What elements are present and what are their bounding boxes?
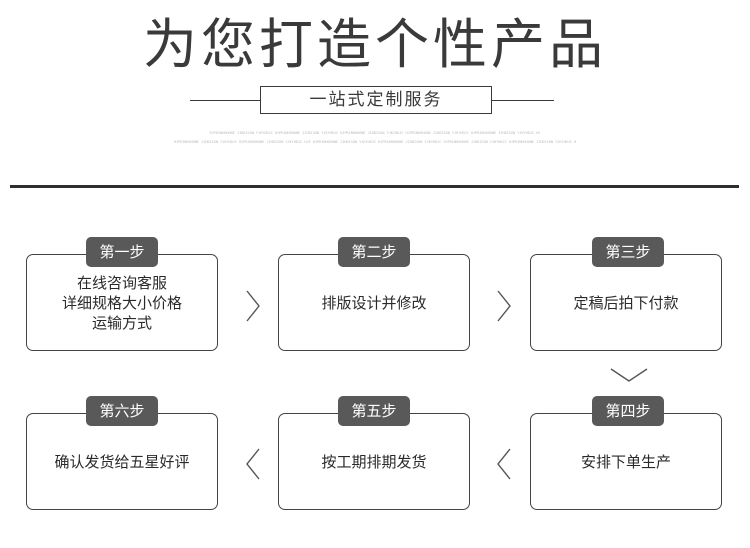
step-5-card: 按工期排期发货 — [278, 413, 470, 510]
chevron-left-icon — [497, 448, 511, 480]
step-5-text: 按工期排期发货 — [321, 452, 426, 472]
page-title: 为您打造个性产品 — [143, 13, 607, 76]
step-5-line-1: 按工期排期发货 — [321, 452, 427, 471]
subtitle: 一站式定制服务 — [260, 86, 492, 114]
step-1-text: 在线咨询客服 详细规格大小价格 运输方式 — [62, 273, 182, 333]
step-1-tag: 第一步 — [86, 237, 158, 267]
step-4-tag: 第四步 — [592, 396, 664, 426]
chevron-down-icon — [610, 368, 648, 382]
step-4-text: 安排下单生产 — [581, 452, 671, 472]
step-3-tag: 第三步 — [592, 237, 664, 267]
step-3-text: 定稿后拍下付款 — [573, 293, 678, 313]
step-2-line-1: 排版设计并修改 — [321, 293, 427, 312]
subtitle-right-rule — [492, 100, 554, 101]
step-2-text: 排版设计并修改 — [321, 293, 426, 313]
section-divider — [10, 185, 739, 188]
step-2-tag: 第二步 — [338, 237, 410, 267]
step-6-tag: 第六步 — [86, 396, 158, 426]
fine-print-line-1: RJPRINHOHONE JIHDISON YJKYHDJC HJPRINHOH… — [209, 131, 541, 135]
step-4-line-1: 安排下单生产 — [580, 452, 671, 471]
chevron-right-icon — [246, 290, 260, 322]
step-6-text: 确认发货给五星好评 — [54, 452, 189, 472]
step-1-line-2: 详细规格大小价格 — [61, 293, 182, 312]
chevron-right-icon — [497, 290, 511, 322]
step-3-line-1: 定稿后拍下付款 — [573, 293, 679, 312]
step-3-card: 定稿后拍下付款 — [530, 254, 722, 351]
fine-print-line-2: HJPRINHOHONE JIHDISON YJKYHDJC HJPRINHOH… — [173, 140, 577, 144]
chevron-left-icon — [246, 448, 260, 480]
step-1-line-3: 运输方式 — [91, 313, 152, 332]
step-1-card: 在线咨询客服 详细规格大小价格 运输方式 — [26, 254, 218, 351]
step-6-line-1: 确认发货给五星好评 — [54, 452, 190, 471]
step-6-card: 确认发货给五星好评 — [26, 413, 218, 510]
step-4-card: 安排下单生产 — [530, 413, 722, 510]
step-2-card: 排版设计并修改 — [278, 254, 470, 351]
step-5-tag: 第五步 — [338, 396, 410, 426]
subtitle-left-rule — [190, 100, 260, 101]
step-1-line-1: 在线咨询客服 — [76, 273, 167, 292]
